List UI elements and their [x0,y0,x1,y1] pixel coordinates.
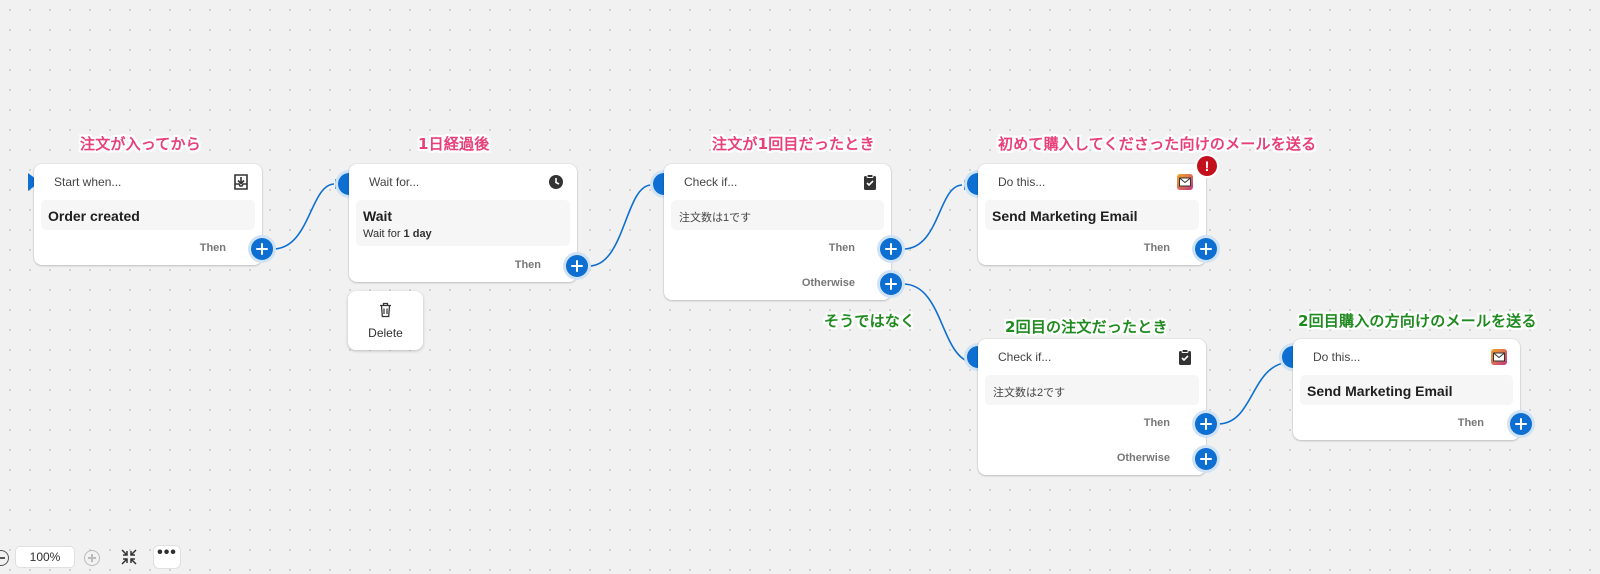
node-title: Send Marketing Email [992,208,1138,224]
then-label: Then [1143,417,1170,429]
node-header: Check if... [998,350,1052,364]
then-label: Then [1143,242,1170,254]
add-step-otherwise-button[interactable] [1195,448,1217,470]
annotation-do2: 2回目購入の方向けのメールを送る [1298,312,1537,330]
node-header: Do this... [998,175,1046,189]
otherwise-label: Otherwise [801,277,855,289]
fit-to-screen-icon[interactable] [120,548,138,566]
node-check-if-1[interactable]: Check if... 注文数は1です Then Otherwise [664,164,891,300]
download-tray-icon [234,174,248,190]
node-header: Check if... [684,175,738,189]
add-step-then-button[interactable] [880,238,902,260]
wire-wait-to-check1 [588,184,652,267]
add-step-then-button[interactable] [251,238,273,260]
add-step-then-button[interactable] [1195,413,1217,435]
zoom-toolbar: 100% ••• [0,545,200,574]
otherwise-label: Otherwise [1116,452,1170,464]
node-do-this-2[interactable]: Do this... Send Marketing Email Then [1293,339,1520,440]
then-label: Then [1457,417,1484,429]
node-body[interactable]: Send Marketing Email [985,200,1199,230]
node-body[interactable]: Wait Wait for 1 day [356,200,570,246]
node-header: Wait for... [369,175,420,189]
add-step-then-button[interactable] [1510,413,1532,435]
add-step-then-button[interactable] [566,255,588,277]
node-header: Do this... [1313,350,1361,364]
condition-text: 注文数は2です [993,387,1066,399]
delete-popup[interactable]: Delete [348,291,423,350]
node-body[interactable]: Send Marketing Email [1300,375,1513,405]
zoom-in-icon[interactable] [84,550,100,566]
condition-text: 注文数は1です [679,212,752,224]
node-body[interactable]: 注文数は1です [671,200,884,230]
trash-icon [380,302,391,318]
zoom-out-icon[interactable] [0,550,9,566]
marketing-email-icon [1491,349,1507,365]
add-step-then-button[interactable] [1195,238,1217,260]
node-start-when[interactable]: Start when... Order created Then [34,164,262,265]
annotation-start: 注文が入ってから [80,135,201,153]
add-step-otherwise-button[interactable] [880,273,902,295]
node-title: Order created [48,208,140,224]
then-label: Then [199,242,226,254]
node-header: Start when... [54,175,122,189]
then-label: Then [514,259,541,271]
then-label: Then [828,242,855,254]
clock-icon [549,175,563,189]
node-do-this-1[interactable]: Do this... Send Marketing Email Then [978,164,1206,265]
wire-check2-then-to-do2 [1217,361,1293,425]
marketing-email-icon [1177,174,1193,190]
node-title: Send Marketing Email [1307,383,1453,399]
zoom-level[interactable]: 100% [16,547,74,567]
delete-label: Delete [368,326,403,340]
annotation-check1: 注文が1回目だったとき [712,135,875,153]
node-title: Wait [363,208,393,224]
wire-check1-then-to-do1 [902,184,963,250]
wire-start-to-wait [272,183,335,250]
annotation-otherwise: そうではなく [824,312,916,330]
annotation-do1: 初めて購入してくださった向けのメールを送る [998,135,1317,153]
alert-icon[interactable]: ! [1197,156,1217,176]
wait-duration: Wait for 1 day [363,228,432,240]
clipboard-check-icon [864,174,876,190]
node-check-if-2[interactable]: Check if... 注文数は2です Then Otherwise [978,339,1206,475]
node-wait-for[interactable]: Wait for... Wait Wait for 1 day Then [349,164,577,282]
more-options-button[interactable]: ••• [154,545,180,568]
node-body[interactable]: 注文数は2です [985,375,1199,405]
annotation-check2: 2回目の注文だったとき [1005,318,1168,336]
node-body[interactable]: Order created [41,200,255,230]
clipboard-check-icon [1179,349,1191,365]
annotation-wait: 1日経過後 [418,135,490,153]
